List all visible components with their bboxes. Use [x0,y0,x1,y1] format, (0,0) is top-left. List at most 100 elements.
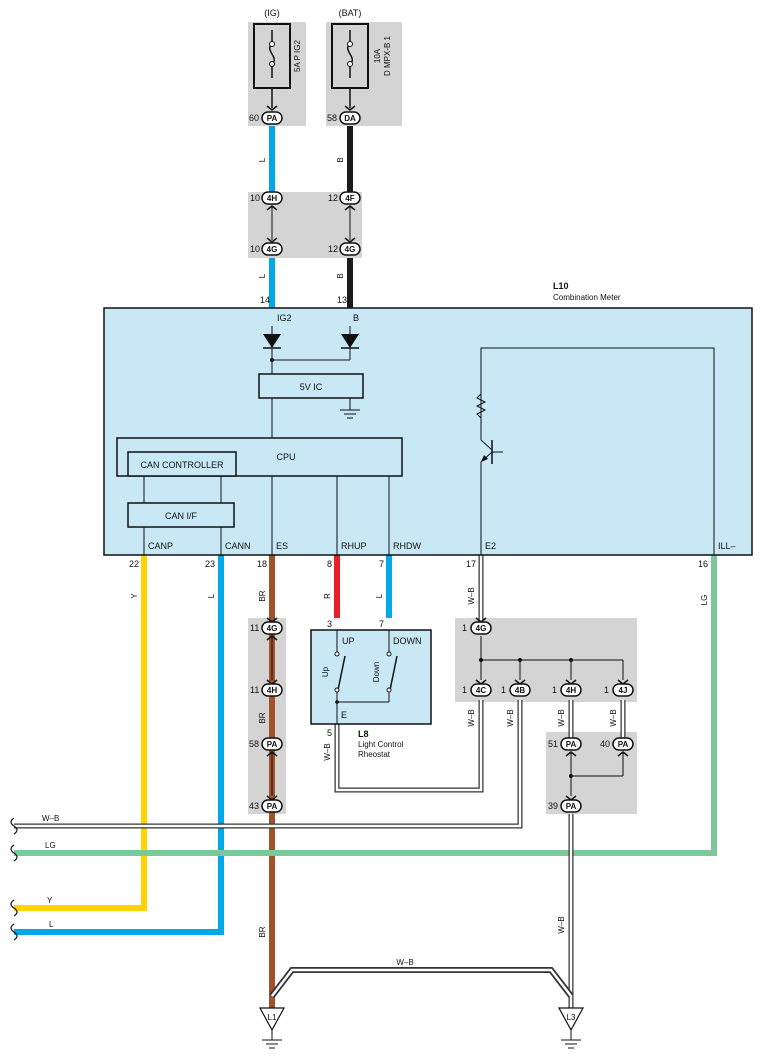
fuse-bat-label2: D MPX-B 1 [383,35,392,76]
rheostat-pin-up: 3 [327,619,332,629]
diode-icon [263,334,281,348]
svg-text:Y: Y [130,593,139,599]
connector-11-4g: 4G 11 [250,617,283,641]
switch-contact-icon [386,651,392,657]
can-controller-label: CAN CONTROLLER [140,460,224,470]
ground-icon [340,398,360,419]
ground-l1: L1 [258,1007,286,1049]
svg-text:51: 51 [548,739,558,749]
rheostat-pin-e: 5 [327,728,332,738]
svg-text:W–B: W–B [557,709,566,726]
connector-11-4h: 4H 11 [250,679,283,697]
connector-1-4c: 4C 1 [462,679,492,697]
connector-1-4g: 4G 1 [462,617,492,635]
svg-text:L: L [49,920,54,929]
pin-es: ES [276,541,288,551]
svg-text:1: 1 [604,685,609,695]
svg-text:PA: PA [267,802,278,811]
ground-icon [561,1030,581,1049]
connector-60-pa: PA 60 [249,105,283,125]
svg-text:4G: 4G [345,245,356,254]
svg-text:1: 1 [462,685,467,695]
svg-text:Y: Y [47,896,53,905]
pin-ig2-num: 14 [260,295,270,305]
svg-text:BR: BR [258,926,267,937]
fuse-bat: (BAT) 10A D MPX-B 1 [331,8,392,108]
connector-58-da: DA 58 [327,105,361,125]
rheostat: 3 7 UP DOWN Up Down E 5 L8 Light Control… [310,619,432,759]
can-controller-box [127,451,237,477]
svg-text:10: 10 [250,193,260,203]
connector-1-4b: 4B 1 [501,679,531,697]
rheostat-down-label: DOWN [393,636,422,646]
svg-text:12: 12 [328,193,338,203]
fuse-ig-supply: (IG) [264,8,280,18]
pin-es-num: 18 [257,559,267,569]
cpu-label: CPU [276,452,295,462]
pin-rhdw: RHDW [393,541,421,551]
svg-text:B: B [336,273,345,278]
svg-text:PA: PA [566,740,577,749]
svg-text:L: L [258,273,267,278]
fuse-ig-block [248,22,306,126]
pin-cann-num: 23 [205,559,215,569]
pin-b-label: B [353,313,359,323]
svg-text:1: 1 [462,623,467,633]
svg-text:1: 1 [501,685,506,695]
svg-text:L: L [375,593,384,598]
switch-contact-icon [334,651,340,657]
pin-ill-num: 16 [698,559,708,569]
svg-text:4H: 4H [566,686,576,695]
rheostat-up-switch: Up [321,666,330,677]
svg-text:W–B: W–B [42,814,59,823]
connector-39-pa: PA 39 [548,795,582,813]
combination-meter: L10 Combination Meter 14 13 IG2 B 5V IC … [103,281,753,569]
connector-10-4g: 4G 10 [250,237,283,256]
svg-text:PA: PA [267,740,278,749]
svg-text:4F: 4F [345,194,354,203]
svg-text:DA: DA [344,114,356,123]
svg-text:43: 43 [249,801,259,811]
svg-text:40: 40 [600,739,610,749]
fuse-bat-label: 10A [373,48,382,63]
svg-text:L: L [207,593,216,598]
svg-text:BR: BR [258,590,267,601]
svg-text:PA: PA [566,802,577,811]
svg-text:LG: LG [45,841,56,850]
fuse-bat-supply: (BAT) [339,8,362,18]
svg-text:B: B [336,157,345,162]
pin-ig2-label: IG2 [277,313,292,323]
pin-rhup: RHUP [341,541,367,551]
rheostat-pin-down: 7 [379,619,384,629]
fuse-bat-block [326,22,402,126]
svg-text:4G: 4G [267,624,278,633]
svg-text:R: R [323,593,332,599]
meter-id: L10 [553,281,569,291]
pin-rhdw-num: 7 [379,559,384,569]
ground-l3: L3 [557,1007,585,1049]
svg-text:4J: 4J [619,686,628,695]
svg-text:10: 10 [250,244,260,254]
svg-text:W–B: W–B [506,709,515,726]
svg-text:58: 58 [327,113,337,123]
pin-b-num: 13 [337,295,347,305]
fuse-ig: (IG) 5A P IG2 [253,8,302,108]
ic-box [258,373,364,399]
rheostat-name2: Rheostat [358,750,391,759]
connector-12-4f: 4F 12 [328,191,361,211]
pin-canp-num: 22 [129,559,139,569]
svg-text:58: 58 [249,739,259,749]
svg-text:W–B: W–B [467,709,476,726]
switch-contact-icon [386,687,392,693]
can-if-label: CAN I/F [165,511,198,521]
rheostat-name1: Light Control [358,740,404,749]
transistor-icon [481,455,488,462]
svg-text:4C: 4C [476,686,486,695]
svg-text:W–B: W–B [467,587,476,604]
junction-br-block [248,618,286,814]
svg-text:11: 11 [250,685,259,695]
svg-text:4B: 4B [515,686,525,695]
svg-text:W–B: W–B [609,709,618,726]
svg-text:1: 1 [552,685,557,695]
pin-rhup-num: 8 [327,559,332,569]
